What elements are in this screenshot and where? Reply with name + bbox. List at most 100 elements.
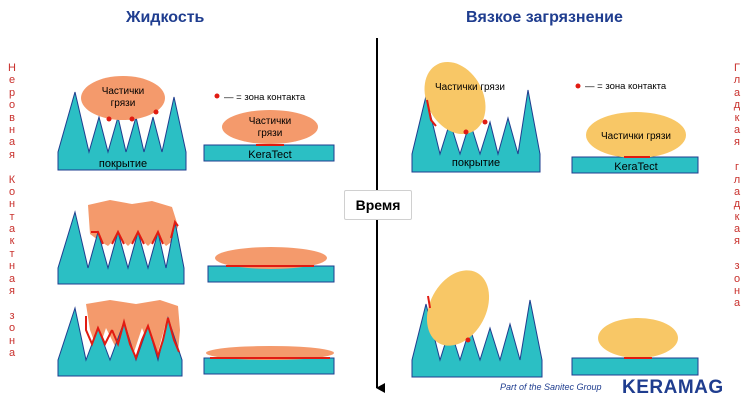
contact-point bbox=[153, 109, 159, 115]
contact-line bbox=[151, 229, 164, 245]
dirt-label-line2: грязи bbox=[111, 98, 136, 109]
side-label-char: а bbox=[8, 272, 16, 285]
viscous-rough-step1: Частички грязи покрытие bbox=[411, 61, 541, 173]
rough-coating bbox=[57, 210, 185, 285]
side-label-char: а bbox=[733, 223, 741, 236]
dirt-particle bbox=[424, 61, 486, 135]
keratect-label: KeraTect bbox=[248, 149, 291, 161]
footer-group-text: Part of the Sanitec Group bbox=[500, 382, 602, 392]
title-liquid: Жидкость bbox=[126, 9, 205, 26]
contact-point bbox=[463, 129, 469, 135]
side-label-char: Н bbox=[8, 62, 16, 74]
liquid-smooth-step3 bbox=[203, 346, 335, 375]
contact-point bbox=[129, 116, 135, 122]
side-label-char: а bbox=[8, 223, 16, 236]
side-label-char: т bbox=[9, 210, 15, 223]
side-label-char: о bbox=[8, 322, 16, 335]
contact-line bbox=[427, 295, 431, 309]
keratect-label: KeraTect bbox=[614, 161, 657, 173]
contact-line bbox=[111, 229, 125, 245]
side-label-char: а bbox=[733, 297, 741, 310]
contact-line bbox=[426, 99, 437, 127]
contact-line bbox=[111, 317, 180, 361]
liquid-smooth-step2 bbox=[207, 247, 335, 283]
viscous-smooth-step1: Частички грязи KeraTect bbox=[571, 112, 699, 174]
side-label-char: к bbox=[9, 235, 15, 248]
side-label-char: к bbox=[734, 111, 740, 124]
contact-point bbox=[106, 116, 112, 122]
keratect-coating bbox=[203, 357, 335, 375]
contact-line bbox=[131, 229, 145, 245]
side-label-char: я bbox=[9, 148, 15, 161]
dirt-label-line2: грязи bbox=[258, 128, 283, 139]
side-label-char: Г bbox=[734, 62, 740, 74]
dirt-particle bbox=[81, 76, 165, 120]
liquid-rough-step2 bbox=[57, 200, 185, 285]
side-label-char: я bbox=[9, 285, 15, 298]
contact-line bbox=[170, 219, 179, 239]
side-label-char: я bbox=[734, 235, 740, 248]
rough-coating bbox=[411, 89, 541, 173]
dirt-particle bbox=[426, 270, 490, 346]
dirt-particle bbox=[206, 346, 334, 360]
dirt-label-line1: Частички bbox=[249, 116, 292, 127]
contact-point bbox=[465, 337, 471, 343]
coating-label: покрытие bbox=[452, 157, 500, 169]
side-label-char: о bbox=[733, 272, 741, 285]
side-label-char: л bbox=[733, 173, 741, 186]
side-label-char: в bbox=[9, 111, 15, 124]
coating-label: покрытие bbox=[99, 158, 147, 170]
viscous-rough-step2 bbox=[411, 270, 543, 378]
side-label-char: а bbox=[8, 346, 16, 359]
dirt-particle bbox=[598, 318, 678, 358]
rough-coating bbox=[57, 91, 187, 171]
legend-dot bbox=[214, 93, 220, 99]
side-label-char: т bbox=[9, 247, 15, 260]
side-label-char: я bbox=[734, 136, 740, 149]
side-label-char: а bbox=[733, 123, 741, 136]
contact-line bbox=[91, 231, 104, 245]
dirt-label-line1: Частички bbox=[102, 86, 145, 97]
legend-text: — = зона контакта bbox=[224, 92, 306, 103]
side-label-char: д bbox=[733, 198, 741, 211]
dirt-particle bbox=[586, 112, 686, 158]
dirt-particle bbox=[222, 110, 318, 144]
side-label-char: з bbox=[734, 260, 740, 273]
dirt-particle bbox=[215, 247, 327, 269]
side-label-char: а bbox=[8, 136, 16, 149]
legend-contact-left: — = зона контакта bbox=[214, 92, 306, 103]
dirt-label: Частички грязи bbox=[601, 131, 671, 142]
dirt-label: Частички грязи bbox=[435, 82, 505, 93]
side-label-char: н bbox=[8, 123, 16, 136]
legend-text: — = зона контакта bbox=[585, 81, 667, 92]
side-label-char: а bbox=[733, 185, 741, 198]
keramag-logo: KERAMAG bbox=[622, 377, 724, 398]
side-label-char: р bbox=[8, 86, 16, 99]
side-label-char: н bbox=[8, 334, 16, 347]
contact-line bbox=[85, 316, 113, 347]
side-label-char: н bbox=[733, 285, 741, 298]
side-label-char: а bbox=[733, 86, 741, 99]
liquid-rough-step1: Частички грязи покрытие bbox=[57, 76, 187, 171]
legend-dot bbox=[575, 83, 581, 89]
title-viscous: Вязкое загрязнение bbox=[466, 9, 623, 26]
side-label-char: о bbox=[8, 185, 16, 198]
liquid-rough-step3 bbox=[57, 300, 183, 377]
side-label-char: н bbox=[8, 198, 16, 211]
viscous-smooth-step2 bbox=[571, 318, 699, 376]
side-label-char: н bbox=[8, 260, 16, 273]
time-axis-label: Время bbox=[344, 190, 412, 220]
liquid-smooth-step1: Частички грязи KeraTect bbox=[203, 110, 335, 162]
side-label-char: е bbox=[8, 74, 16, 87]
side-label-char: д bbox=[733, 99, 741, 112]
side-label-char: з bbox=[9, 309, 15, 322]
legend-contact-right: — = зона контакта bbox=[575, 81, 667, 92]
side-label-char: л bbox=[733, 74, 741, 87]
dirt-blob bbox=[86, 300, 180, 352]
dirt-blob bbox=[88, 200, 178, 246]
side-label-char: г bbox=[734, 161, 739, 174]
side-label-char: К bbox=[8, 173, 16, 186]
